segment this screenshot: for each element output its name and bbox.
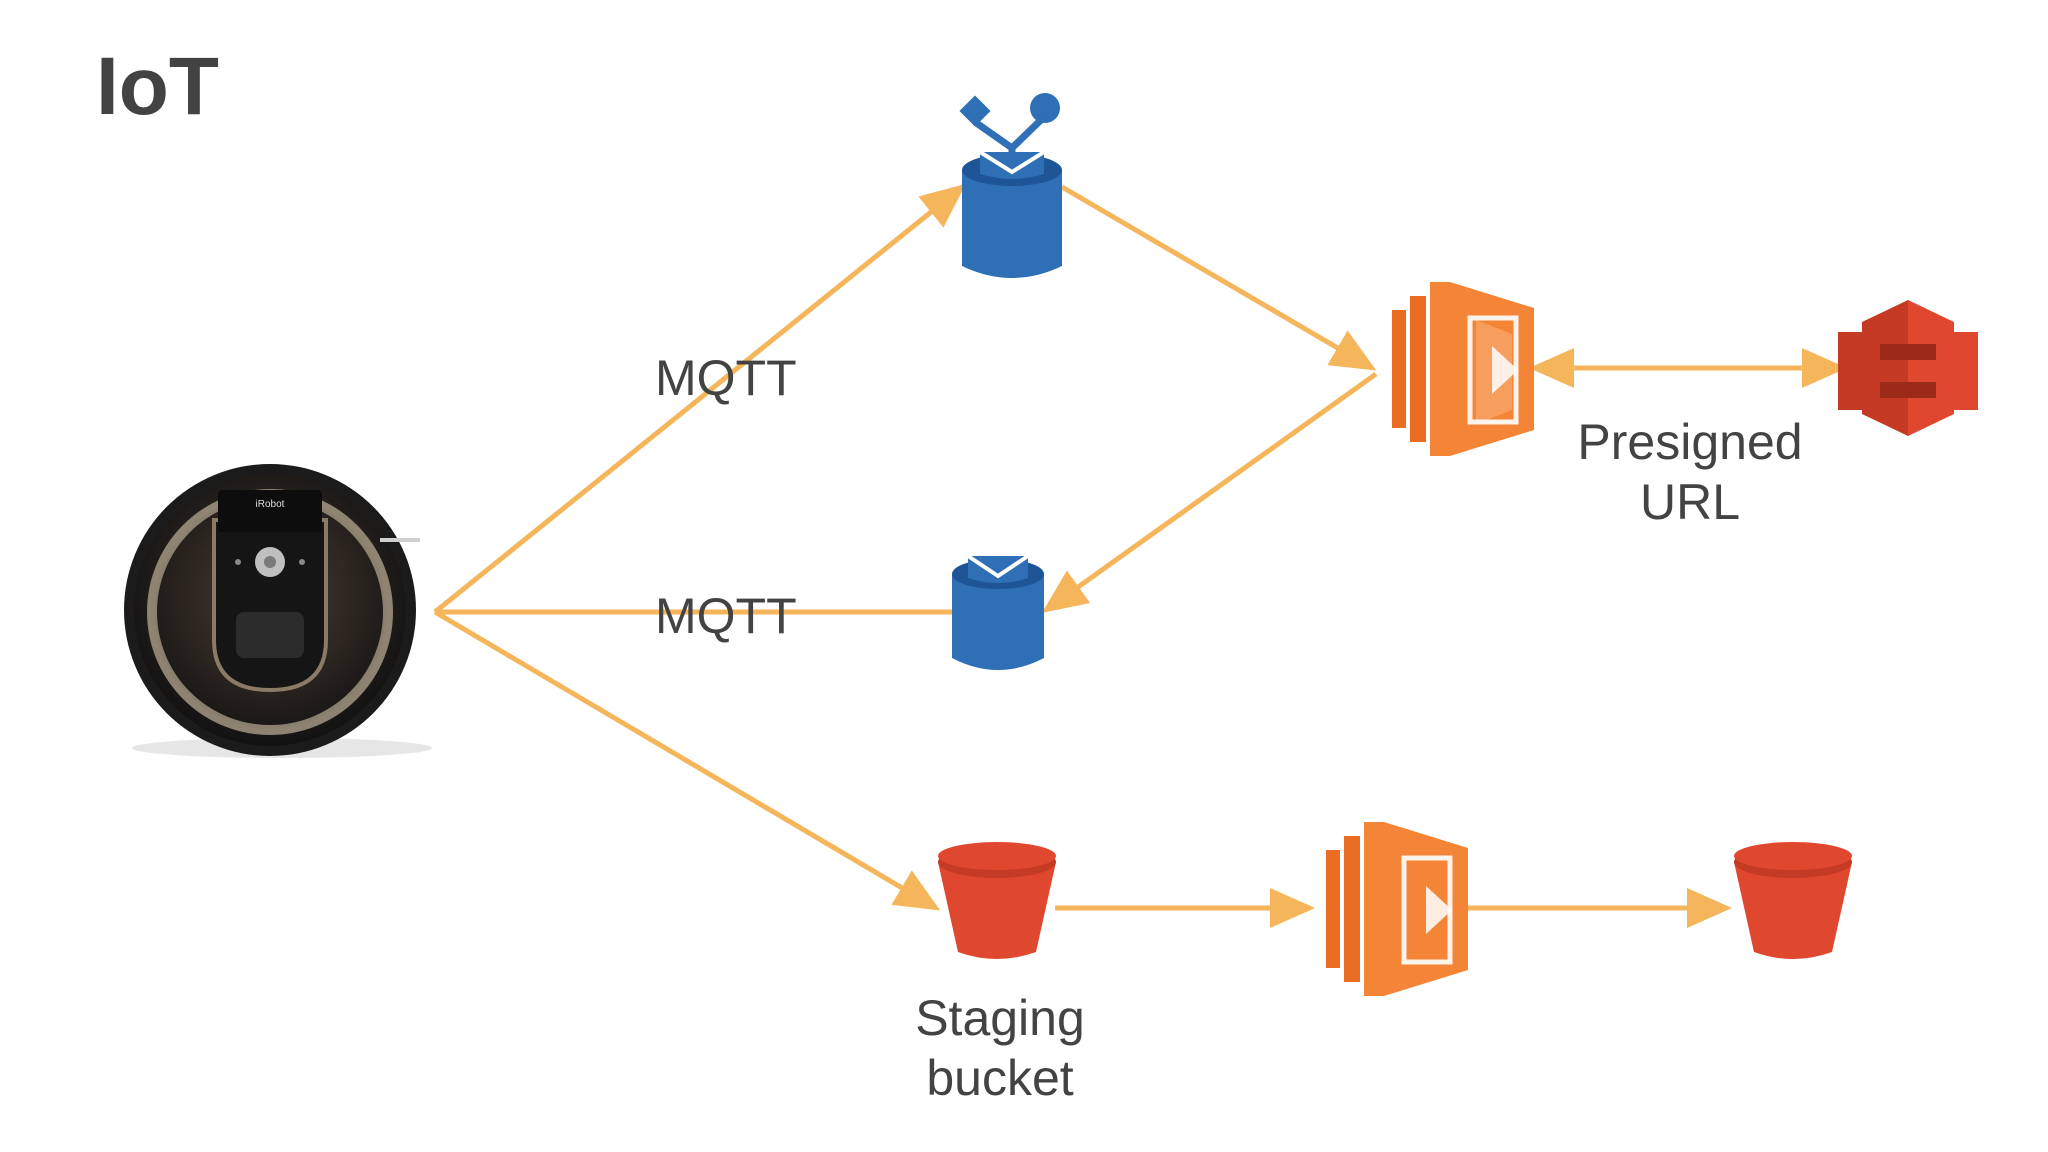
staging-bucket-label: Staging bucket [900, 988, 1100, 1108]
destination-bucket-icon [1734, 842, 1852, 959]
presigned-url-label: Presigned URL [1570, 412, 1810, 532]
slide-title: IoT [96, 41, 219, 132]
edge-label-mqtt-middle: MQTT [655, 588, 797, 644]
aws-s3-icon [1838, 300, 1978, 436]
device-brand-text: iRobot [256, 499, 285, 510]
roomba-robot-vacuum-icon: iRobot [124, 464, 432, 758]
presigned-url-line2: URL [1639, 474, 1741, 530]
aws-lambda-icon-top [1392, 282, 1534, 456]
edge-device-to-iot-rules [433, 183, 966, 614]
staging-bucket-line2: bucket [926, 1050, 1074, 1106]
edge-lambda-to-iot-topic [1041, 371, 1378, 613]
aws-lambda-icon-bottom [1326, 822, 1468, 996]
iot-topic-rules-icon [959, 93, 1062, 278]
staging-bucket-line1: Staging [915, 990, 1085, 1046]
edge-label-mqtt-top: MQTT [655, 350, 797, 406]
edge-iot-rules-to-lambda [1060, 184, 1377, 371]
staging-bucket-icon [938, 842, 1056, 959]
presigned-url-line1: Presigned [1577, 414, 1803, 470]
edges [433, 183, 1847, 928]
iot-topic-icon [952, 554, 1044, 670]
edge-device-to-staging-bucket [433, 609, 941, 911]
